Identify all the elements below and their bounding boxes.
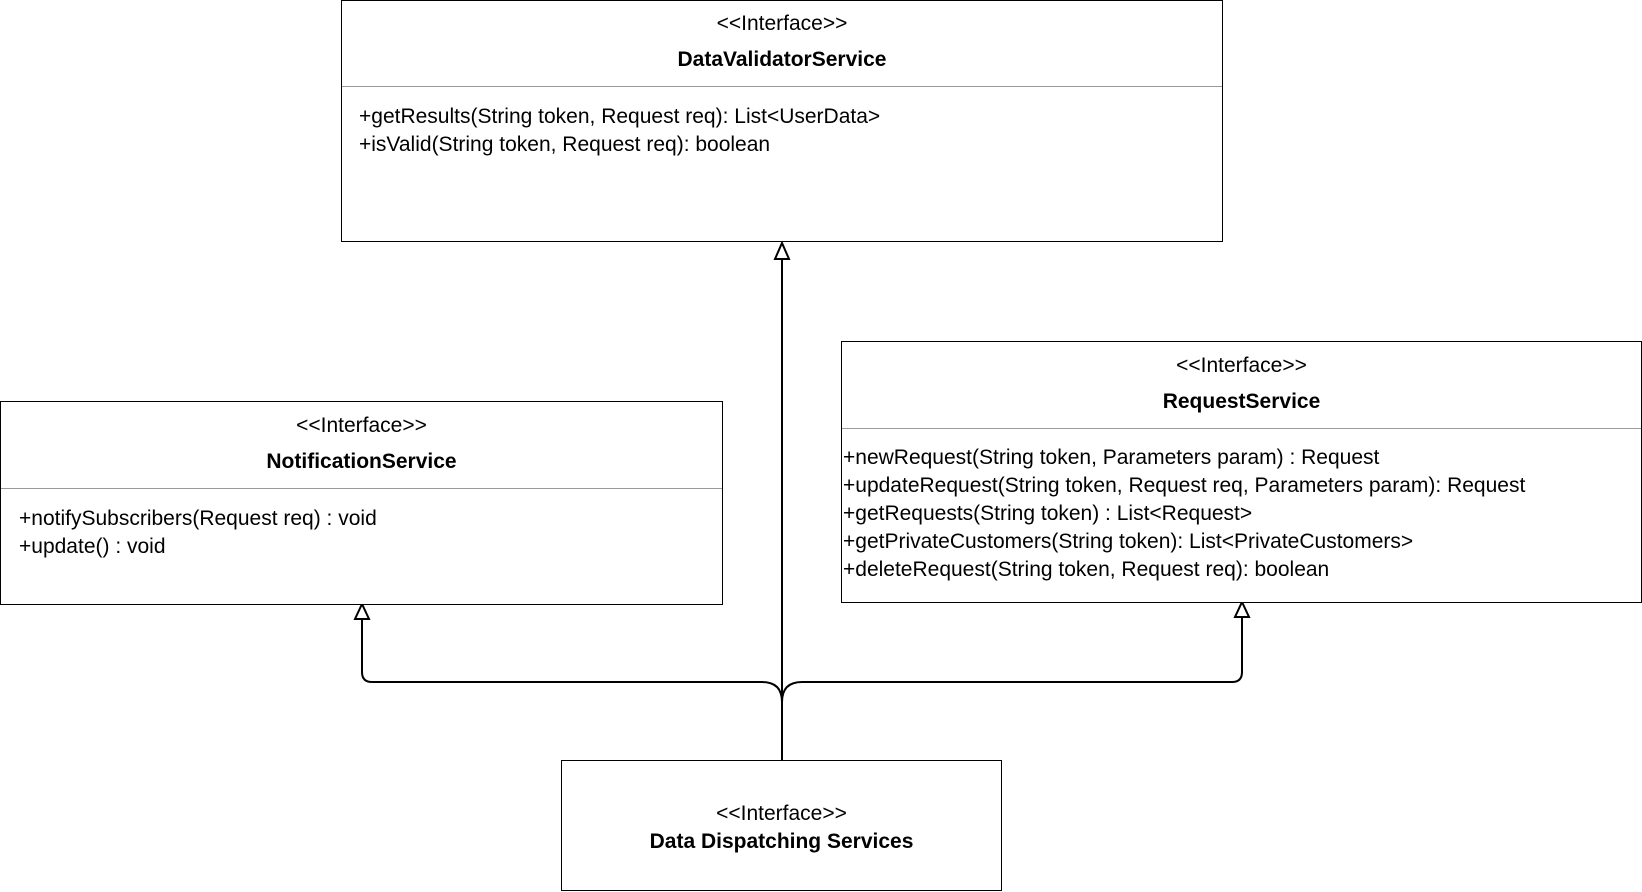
edge-dispatching-to-request [781,617,1243,703]
method-list: +newRequest(String token, Parameters par… [843,444,1525,584]
generalization-arrowhead-notification [353,601,371,620]
interface-name: DataValidatorService [677,48,887,71]
interface-stereotype: <<Interface>> [1176,354,1307,377]
method-get-private-customers: +getPrivateCustomers(String token): List… [843,530,1414,553]
generalization-arrowhead-validator [773,240,791,260]
data-dispatching-services-interface[interactable]: <<Interface>> Data Dispatching Services [561,760,1002,891]
data-validator-service-interface[interactable]: <<Interface>> DataValidatorService +getR… [341,0,1223,242]
interface-stereotype: <<Interface>> [716,802,847,825]
request-service-interface[interactable]: <<Interface>> RequestService +newRequest… [841,341,1642,603]
method-get-results: +getResults(String token, Request req): … [359,105,881,128]
method-list: +notifySubscribers(Request req) : void +… [19,505,377,561]
edge-dispatching-to-notification [361,619,783,703]
interface-name: NotificationService [266,450,457,473]
compartment-divider [1,488,722,489]
method-update: +update() : void [19,535,166,558]
method-notify-subscribers: +notifySubscribers(Request req) : void [19,507,377,530]
compartment-divider [842,428,1641,429]
interface-name: RequestService [1162,390,1321,413]
generalization-arrowhead-request [1233,599,1251,618]
compartment-divider [342,86,1222,87]
method-delete-request: +deleteRequest(String token, Request req… [843,558,1330,581]
interface-stereotype: <<Interface>> [296,414,427,437]
method-list: +getResults(String token, Request req): … [359,103,880,159]
method-get-requests: +getRequests(String token) : List<Reques… [843,502,1253,525]
notification-service-interface[interactable]: <<Interface>> NotificationService +notif… [0,401,723,605]
method-update-request: +updateRequest(String token, Request req… [843,474,1526,497]
method-new-request: +newRequest(String token, Parameters par… [843,446,1380,469]
interface-name: Data Dispatching Services [649,830,914,853]
interface-stereotype: <<Interface>> [716,12,848,35]
method-is-valid: +isValid(String token, Request req): boo… [359,133,771,156]
